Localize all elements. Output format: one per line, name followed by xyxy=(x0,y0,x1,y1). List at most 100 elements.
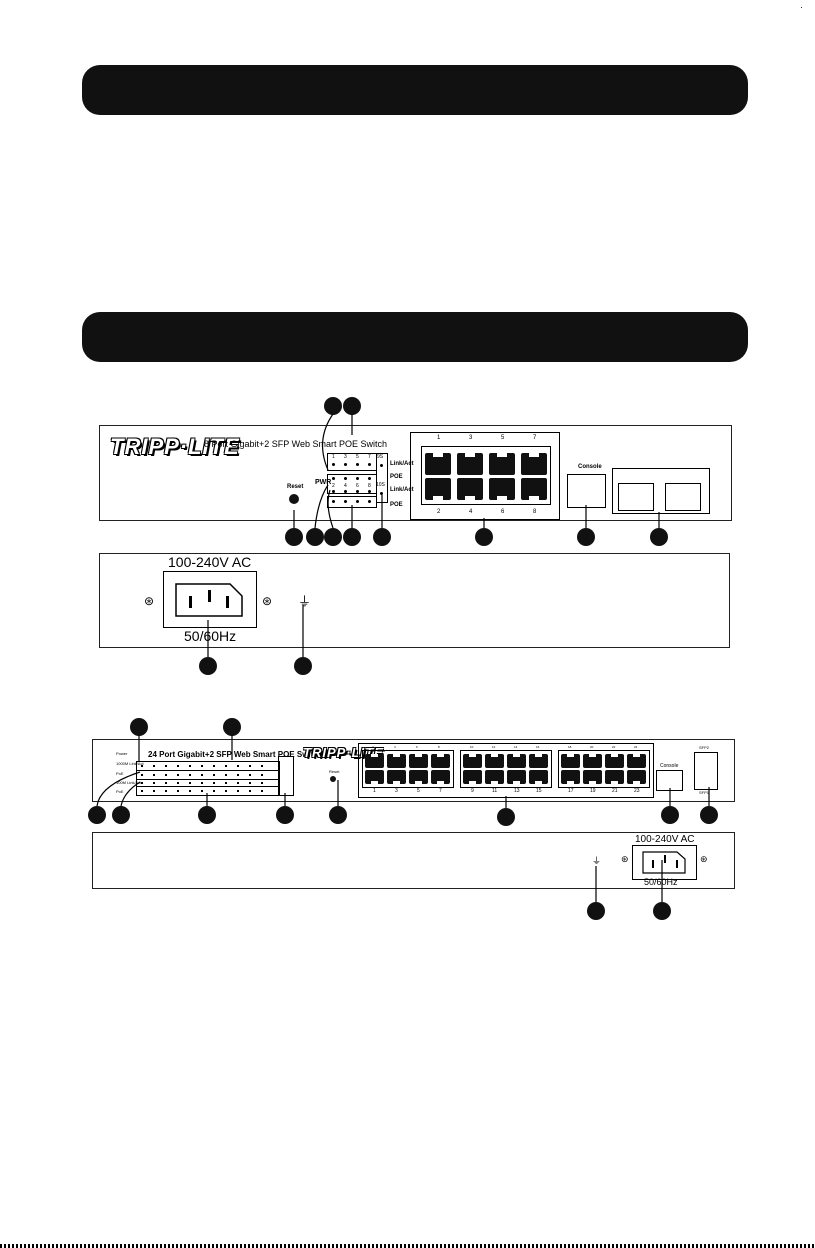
switch24-port-number: 14 xyxy=(514,745,518,749)
switch8-rj45-port[interactable] xyxy=(521,453,547,475)
switch8-led xyxy=(332,490,335,493)
power-inlet-icon xyxy=(642,851,686,874)
switch24-model-text: 24 Port Gigabit+2 SFP Web Smart POE Swit… xyxy=(148,750,323,759)
switch24-power-socket xyxy=(632,845,697,880)
callout-marker xyxy=(324,397,342,415)
switch24-port-group xyxy=(362,750,454,788)
switch8-led xyxy=(356,500,359,503)
switch24-rj45-port[interactable] xyxy=(431,754,450,768)
switch24-port-number: 5 xyxy=(417,788,420,794)
switch24-rj45-port[interactable] xyxy=(463,770,482,784)
callout-marker xyxy=(285,528,303,546)
callout-marker xyxy=(343,528,361,546)
callout-marker xyxy=(577,528,595,546)
page-corner-mark: · xyxy=(800,2,803,12)
switch8-led-num: 3 xyxy=(344,454,347,460)
switch8-rj45-port[interactable] xyxy=(489,478,515,501)
switch8-reset-button[interactable] xyxy=(289,494,299,504)
switch8-port-number: 6 xyxy=(501,509,505,515)
switch8-rj45-port[interactable] xyxy=(521,478,547,501)
callout-marker xyxy=(497,808,515,826)
switch24-rj45-port[interactable] xyxy=(561,770,580,784)
switch24-rj45-port[interactable] xyxy=(583,754,602,768)
switch8-power-socket xyxy=(163,571,257,628)
switch8-port-number: 3 xyxy=(469,435,473,441)
switch24-rj45-port[interactable] xyxy=(463,754,482,768)
switch24-rj45-port[interactable] xyxy=(627,770,646,784)
switch24-led-divider xyxy=(136,779,278,780)
switch24-rj45-port[interactable] xyxy=(387,754,406,768)
callout-marker xyxy=(198,806,216,824)
switch8-sfp-port[interactable] xyxy=(618,483,654,511)
switch8-frequency-label: 50/60Hz xyxy=(184,628,237,644)
switch24-rj45-port[interactable] xyxy=(409,754,428,768)
switch8-led xyxy=(368,490,371,493)
section-header-bar-2 xyxy=(82,312,748,362)
switch24-port-group xyxy=(460,750,552,788)
switch8-led-label: Link/Act xyxy=(390,461,414,467)
switch24-led-row-label: 1000M Link/Act xyxy=(116,761,144,766)
switch24-reset-button[interactable] xyxy=(330,776,336,782)
switch8-led xyxy=(368,500,371,503)
switch24-voltage-label: 100-240V AC xyxy=(635,834,695,845)
power-inlet-icon xyxy=(175,583,243,617)
switch24-rear-panel: ⏚ ⊛ 100-240V AC 50/60Hz ⊛ xyxy=(92,832,735,889)
switch24-rj45-port[interactable] xyxy=(409,770,428,784)
screw-icon: ⊛ xyxy=(262,594,273,608)
switch24-console-port[interactable] xyxy=(656,770,683,791)
switch24-rj45-port[interactable] xyxy=(485,754,504,768)
switch24-rj45-port[interactable] xyxy=(507,754,526,768)
switch24-rj45-port[interactable] xyxy=(605,770,624,784)
switch8-led xyxy=(380,492,383,495)
switch8-sfp-port[interactable] xyxy=(665,483,701,511)
switch24-rj45-port[interactable] xyxy=(431,770,450,784)
callout-marker xyxy=(475,528,493,546)
callout-marker xyxy=(88,806,106,824)
switch24-rj45-port[interactable] xyxy=(605,754,624,768)
switch24-rj45-port[interactable] xyxy=(529,770,548,784)
switch8-rj45-port[interactable] xyxy=(425,478,451,501)
switch24-port-number: 7 xyxy=(439,788,442,794)
switch24-rj45-port[interactable] xyxy=(627,754,646,768)
switch24-led-row-label: PoE xyxy=(116,771,124,776)
switch8-led xyxy=(356,490,359,493)
switch24-rj45-port[interactable] xyxy=(365,770,384,784)
callout-marker xyxy=(650,528,668,546)
switch24-led-row xyxy=(141,765,271,767)
switch24-rj45-port[interactable] xyxy=(365,754,384,768)
callout-marker xyxy=(373,528,391,546)
switch8-led xyxy=(356,463,359,466)
switch8-led xyxy=(356,477,359,480)
switch8-console-label: Console xyxy=(578,464,602,470)
switch24-port-number: 15 xyxy=(536,788,542,794)
switch24-port-number: 1 xyxy=(373,788,376,794)
switch8-led xyxy=(368,463,371,466)
switch24-rj45-port[interactable] xyxy=(529,754,548,768)
switch8-port-number: 2 xyxy=(437,509,441,515)
switch8-rj45-port[interactable] xyxy=(457,453,483,475)
switch8-reset-label: Reset xyxy=(287,484,304,490)
switch8-led-label: POE xyxy=(390,502,403,508)
switch24-rj45-port[interactable] xyxy=(485,770,504,784)
switch24-rj45-port[interactable] xyxy=(387,770,406,784)
switch24-port-number: 9 xyxy=(471,788,474,794)
switch8-rj45-port[interactable] xyxy=(457,478,483,501)
switch8-rj45-port[interactable] xyxy=(489,453,515,475)
switch8-rj45-port[interactable] xyxy=(425,453,451,475)
switch24-rj45-port[interactable] xyxy=(561,754,580,768)
screw-icon: ⊛ xyxy=(621,854,629,864)
callout-marker xyxy=(112,806,130,824)
callout-marker xyxy=(276,806,294,824)
switch24-rj45-port[interactable] xyxy=(583,770,602,784)
callout-marker xyxy=(661,806,679,824)
switch8-led xyxy=(332,500,335,503)
switch8-console-port[interactable] xyxy=(567,474,606,508)
switch8-port-number: 4 xyxy=(469,509,473,515)
switch24-port-number: 17 xyxy=(568,788,574,794)
switch24-port-number: 2 xyxy=(372,745,374,749)
switch8-led-num: 4 xyxy=(344,483,347,489)
switch24-sfp-port[interactable] xyxy=(694,752,718,790)
switch24-rj45-port[interactable] xyxy=(507,770,526,784)
switch8-led-num: 1 xyxy=(332,454,335,460)
callout-marker xyxy=(329,806,347,824)
